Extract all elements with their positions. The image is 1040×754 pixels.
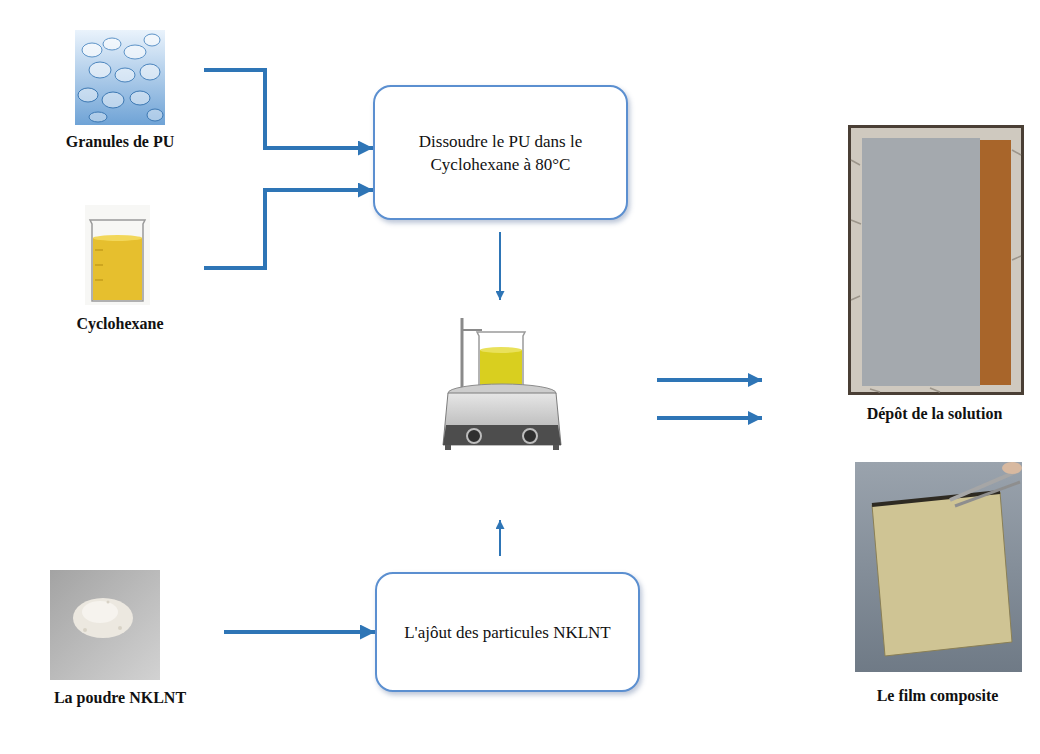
illustration-part — [75, 30, 165, 125]
photo-caption: Cyclohexane — [36, 314, 204, 334]
photo-node: Granules de PU — [36, 28, 204, 152]
illustration-part — [140, 64, 160, 80]
photo-area — [36, 28, 204, 132]
illustration-part — [124, 45, 146, 59]
illustration-part — [851, 150, 1021, 392]
photo-area — [841, 460, 1034, 686]
illustration-part — [103, 38, 121, 50]
illustration-part — [975, 140, 1011, 385]
illustration-part — [955, 482, 1020, 506]
photo-area — [833, 122, 1036, 404]
illustration-part — [82, 43, 102, 57]
illustration-part — [85, 205, 150, 305]
photo-caption: Dépôt de la solution — [833, 404, 1036, 424]
illustration-part — [118, 626, 122, 630]
illustration-part — [480, 347, 522, 353]
illustration-part — [553, 445, 559, 450]
illustration-part — [445, 445, 451, 450]
illustration-part — [443, 393, 561, 445]
illustration-part — [467, 429, 481, 443]
illustration-part — [443, 425, 561, 445]
cyclohexane-beaker — [85, 205, 150, 305]
photo-node: Cyclohexane — [36, 200, 204, 334]
illustration-part — [499, 232, 501, 300]
flow-arrow — [204, 70, 373, 148]
illustration-part — [848, 125, 1024, 395]
illustration-part — [102, 92, 124, 108]
flow-arrow — [224, 630, 375, 634]
illustration-part — [855, 462, 1022, 672]
illustration-part — [83, 628, 87, 632]
photo-caption: Granules de PU — [36, 132, 204, 152]
photo-area — [16, 568, 224, 688]
illustration-part — [862, 138, 980, 386]
pu-granules-photo — [75, 30, 165, 125]
illustration-part — [499, 520, 501, 556]
illustration-part — [89, 112, 107, 122]
process-text: L'ajôut des particules NKLNT — [404, 621, 611, 644]
illustration-part — [93, 238, 142, 300]
illustration-part — [50, 570, 160, 680]
illustration-part — [523, 429, 537, 443]
illustration-part — [78, 88, 98, 102]
flow-arrow — [204, 190, 373, 268]
flow-arrows — [500, 232, 762, 556]
illustration-part — [147, 109, 163, 121]
process-box: Dissoudre le PU dans le Cyclohexane à 80… — [373, 85, 628, 220]
illustration-part — [130, 91, 150, 105]
photo-caption: Le film composite — [841, 686, 1034, 706]
illustration-part — [872, 492, 1000, 505]
illustration-part — [144, 34, 160, 46]
illustration-part — [462, 329, 482, 331]
process-box: L'ajôut des particules NKLNT — [375, 572, 640, 692]
illustration-part — [89, 62, 111, 78]
photo-node: Le film composite — [841, 460, 1034, 706]
illustration-part — [95, 265, 103, 266]
illustration-part — [82, 601, 118, 623]
illustration-part — [480, 350, 522, 386]
illustration-part — [1002, 462, 1022, 474]
illustration-part — [657, 378, 762, 382]
illustration-part — [95, 250, 103, 251]
illustration-part — [657, 416, 762, 420]
photo-caption: La poudre NKLNT — [16, 688, 224, 708]
nklnt-powder-photo — [50, 570, 160, 680]
illustration-part — [477, 332, 525, 387]
illustration-part — [872, 492, 1012, 656]
illustration-part — [107, 601, 110, 604]
hotplate-stirrer — [443, 318, 561, 450]
illustration-part — [115, 68, 135, 82]
process-text: Dissoudre le PU dans le Cyclohexane à 80… — [395, 130, 606, 176]
composite-film-photo — [855, 462, 1022, 672]
photo-node: La poudre NKLNT — [16, 568, 224, 708]
illustration-part — [93, 235, 142, 241]
deposited-solution-photo — [848, 125, 1024, 395]
illustration-part — [851, 128, 1021, 392]
illustration-part — [95, 280, 103, 281]
photo-area — [36, 200, 204, 314]
illustration-part — [73, 598, 133, 638]
photo-node: Dépôt de la solution — [833, 122, 1036, 424]
illustration-part — [90, 220, 145, 301]
